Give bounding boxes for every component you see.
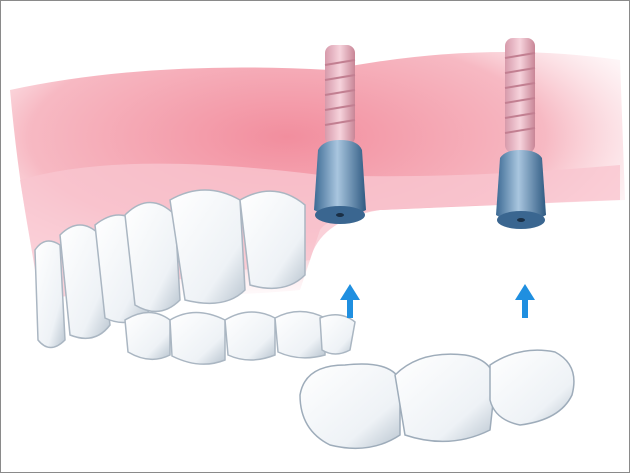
lower-teeth — [124, 310, 356, 365]
implant-right — [496, 38, 546, 229]
dental-bridge — [299, 349, 575, 450]
implant-left — [314, 45, 366, 224]
abutment-right — [496, 150, 546, 223]
abutment-left — [314, 140, 366, 218]
upper-teeth — [34, 189, 306, 349]
arrow-up-icon — [515, 284, 535, 318]
arrow-up-icon — [340, 284, 360, 318]
